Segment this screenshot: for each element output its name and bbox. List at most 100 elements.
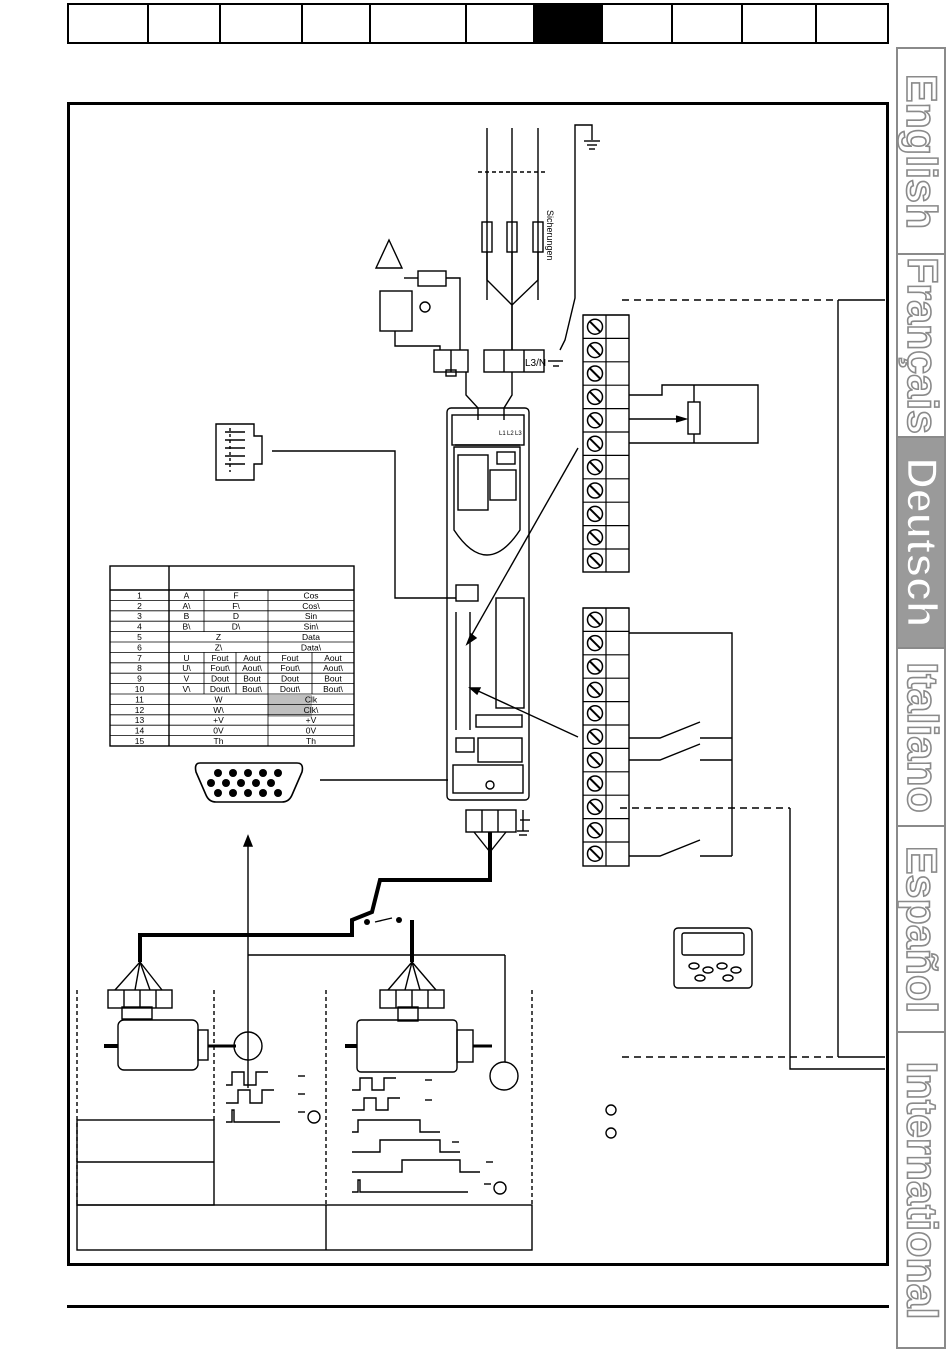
header-tab-10[interactable]	[743, 5, 817, 42]
pinout-table-cell: Fout	[281, 653, 299, 663]
pinout-table-cell: W	[214, 694, 222, 704]
pinout-table-cell: 12	[135, 705, 145, 715]
upper-terminal-screw-slot	[589, 437, 601, 450]
pinout-table-cell: Data\	[301, 642, 322, 652]
pinout-table-cell: Fout\	[210, 663, 230, 673]
dsub-pin	[244, 769, 252, 777]
header-tab-6[interactable]	[467, 5, 535, 42]
pinout-table-cell: D	[233, 611, 239, 621]
pinout-table-cell: Bout\	[323, 684, 343, 694]
pinout-table-cell: Z\	[215, 642, 223, 652]
pinout-table-cell: F\	[232, 601, 240, 611]
pinout-table-cell: Cos	[303, 590, 318, 600]
header-tab-9[interactable]	[673, 5, 743, 42]
upper-terminal-screw-slot	[589, 461, 601, 473]
lower-terminal-screw-slot	[589, 801, 601, 813]
upper-terminal-screw-slot	[589, 554, 601, 567]
pinout-table-cell: B\	[182, 622, 191, 632]
pinout-table-cell: Dout\	[280, 684, 301, 694]
pinout-table-cell: D\	[232, 622, 241, 632]
pinout-table-cell: Aout	[324, 653, 342, 663]
dsub-pin	[214, 769, 222, 777]
dsub-pin	[244, 789, 252, 797]
language-tab-español[interactable]: Español	[898, 827, 944, 1033]
pinout-table-cell: Aout\	[242, 663, 262, 673]
dsub-pin	[274, 789, 282, 797]
lower-terminal-screw-slot	[589, 707, 601, 720]
header-tab-bar	[67, 3, 889, 44]
pinout-table-cell: V\	[182, 684, 191, 694]
dsub-pin	[229, 789, 237, 797]
pinout-table-cell: V	[184, 674, 190, 684]
pinout-table-cell: Bout\	[242, 684, 262, 694]
pinout-table-cell: U\	[182, 663, 191, 673]
pinout-table-cell: 13	[135, 715, 145, 725]
pinout-table-cell: A\	[182, 601, 191, 611]
pinout-table-cell: Cos\	[302, 601, 320, 611]
language-tab-français[interactable]: Français	[898, 255, 944, 438]
pinout-table-cell: 7	[137, 653, 142, 663]
lower-terminal-screw-slot	[589, 754, 601, 766]
pinout-table-cell: Data	[302, 632, 320, 642]
pinout-table-cell: Aout	[243, 653, 261, 663]
header-tab-2[interactable]	[149, 5, 221, 42]
dsub-pin	[229, 769, 237, 777]
pinout-table-cell: Dout	[211, 674, 230, 684]
lower-terminal-screw-slot	[589, 637, 601, 649]
lower-terminal-screw-slot	[589, 824, 601, 837]
drive-terminal-l1: L1	[499, 431, 506, 437]
pinout-table-cell: 5	[137, 632, 142, 642]
pinout-table-cell: Clk\	[304, 705, 319, 715]
pinout-table-cell: +V	[213, 715, 224, 725]
language-tab-english[interactable]: English	[898, 49, 944, 255]
upper-terminal-screw-slot	[589, 391, 601, 403]
dsub-pin	[259, 789, 267, 797]
pinout-table-cell: A	[184, 590, 190, 600]
upper-terminal-screw-slot	[589, 508, 601, 520]
pinout-table-cell: 1	[137, 590, 142, 600]
pinout-table-cell: +V	[306, 715, 317, 725]
pinout-table-cell: 14	[135, 726, 145, 736]
pinout-table-cell: 3	[137, 611, 142, 621]
pinout-table-cell: 6	[137, 642, 142, 652]
wiring-diagram-frame	[67, 102, 889, 1266]
header-tab-1[interactable]	[69, 5, 149, 42]
upper-terminal-screw-slot	[589, 531, 601, 544]
upper-terminal-screw-slot	[589, 414, 601, 427]
pinout-table-cell: 15	[135, 736, 145, 746]
pinout-table-cell: Dout\	[210, 684, 231, 694]
upper-terminal-screw-slot	[589, 367, 601, 380]
pinout-table-cell: Sin\	[304, 622, 319, 632]
pinout-table-cell: U	[183, 653, 189, 663]
language-tab-italiano[interactable]: Italiano	[898, 649, 944, 827]
language-tab-deutsch[interactable]: Deutsch	[898, 438, 944, 649]
pinout-table-cell: 0V	[306, 726, 317, 736]
dsub-pin	[207, 779, 215, 787]
header-tab-8[interactable]	[603, 5, 673, 42]
drive-terminal-l2: L2	[507, 431, 514, 437]
pinout-table-cell: Z	[216, 632, 221, 642]
upper-terminal-screw-slot	[589, 344, 601, 356]
pinout-table-cell: Sin	[305, 611, 318, 621]
pinout-table-cell: Th	[306, 736, 316, 746]
dsub-pin	[214, 789, 222, 797]
pinout-table-cell: W\	[213, 705, 224, 715]
pinout-table-cell: Dout	[281, 674, 300, 684]
pinout-table-cell: B	[184, 611, 190, 621]
dsub-pin	[259, 769, 267, 777]
dsub-pin	[274, 769, 282, 777]
lower-terminal-screw-slot	[589, 660, 601, 673]
pinout-table-cell: F	[233, 590, 238, 600]
pinout-table-cell: Clk	[305, 694, 318, 704]
pinout-table-cell: 8	[137, 663, 142, 673]
pinout-table-cell: Bout	[243, 674, 261, 684]
pinout-table-cell: Fout\	[280, 663, 300, 673]
header-tab-5[interactable]	[371, 5, 467, 42]
lower-terminal-screw-slot	[589, 730, 601, 743]
header-tab-4[interactable]	[303, 5, 371, 42]
header-tab-3[interactable]	[221, 5, 303, 42]
pinout-table-cell: Bout	[324, 674, 342, 684]
header-tab-7[interactable]	[535, 5, 603, 42]
